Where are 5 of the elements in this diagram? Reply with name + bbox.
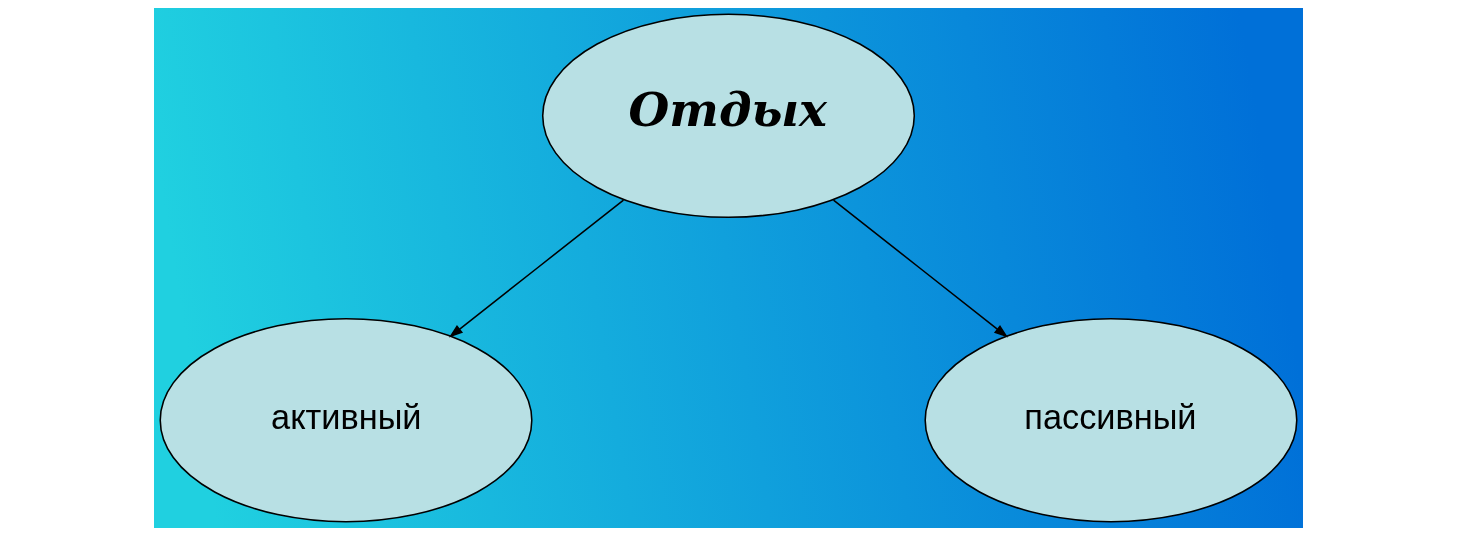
- arrow: [448, 199, 625, 338]
- node-ellipse: пассивный: [924, 317, 1298, 523]
- node-ellipse: Отдых: [541, 13, 916, 219]
- node-ellipse: активный: [159, 317, 533, 523]
- arrow: [832, 199, 1009, 338]
